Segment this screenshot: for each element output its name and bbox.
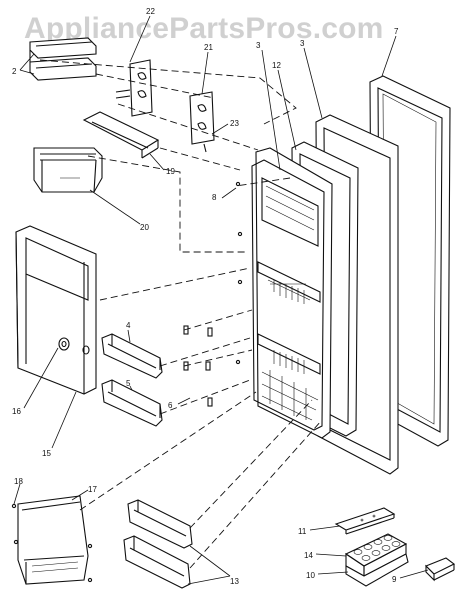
callout-3b: 3 <box>300 39 305 48</box>
callout-5: 5 <box>126 379 131 388</box>
callout-14: 14 <box>304 551 313 560</box>
lower-panel-part <box>11 495 93 585</box>
callout-19: 19 <box>166 167 175 176</box>
trim-channel-part-lower <box>29 57 97 81</box>
door-bin-part-13-upper <box>127 499 193 549</box>
bin-clip-parts <box>183 325 213 407</box>
dispenser-bin-part <box>33 147 103 193</box>
callout-15: 15 <box>42 449 51 458</box>
trim-channel-part-upper <box>29 37 97 62</box>
callout-6: 6 <box>168 401 173 410</box>
callout-9: 9 <box>392 575 397 584</box>
callout-labels: 22 2 21 3 12 3 7 23 19 8 20 4 5 6 16 15 … <box>12 7 399 586</box>
door-bin-part-upper <box>101 333 163 379</box>
callout-23: 23 <box>230 119 239 128</box>
callout-18: 18 <box>14 477 23 486</box>
callout-16: 16 <box>12 407 21 416</box>
ice-bin-base-part <box>345 553 409 587</box>
callout-8: 8 <box>212 193 217 202</box>
callout-20: 20 <box>140 223 149 232</box>
callout-leader-lines <box>13 15 429 585</box>
callout-2: 2 <box>12 67 17 76</box>
door-bin-part-lower <box>101 379 163 427</box>
hinge-bracket-part-right <box>189 91 215 153</box>
callout-21: 21 <box>204 43 213 52</box>
callout-10: 10 <box>306 571 315 580</box>
callout-17: 17 <box>88 485 97 494</box>
callout-4: 4 <box>126 321 131 330</box>
ice-scoop-part <box>425 557 456 582</box>
trim-strip-part <box>82 111 160 159</box>
callout-12: 12 <box>272 61 281 70</box>
callout-13: 13 <box>230 577 239 586</box>
dispenser-cover-part <box>15 225 97 395</box>
door-liner-part <box>235 147 333 439</box>
callout-3: 3 <box>256 41 261 50</box>
callout-7: 7 <box>394 27 399 36</box>
assembly-guide-lines <box>39 59 323 569</box>
callout-22: 22 <box>146 7 155 16</box>
hinge-bracket-part-left <box>115 59 153 117</box>
ice-tray-cover-part <box>334 507 396 535</box>
callout-11: 11 <box>298 527 307 536</box>
